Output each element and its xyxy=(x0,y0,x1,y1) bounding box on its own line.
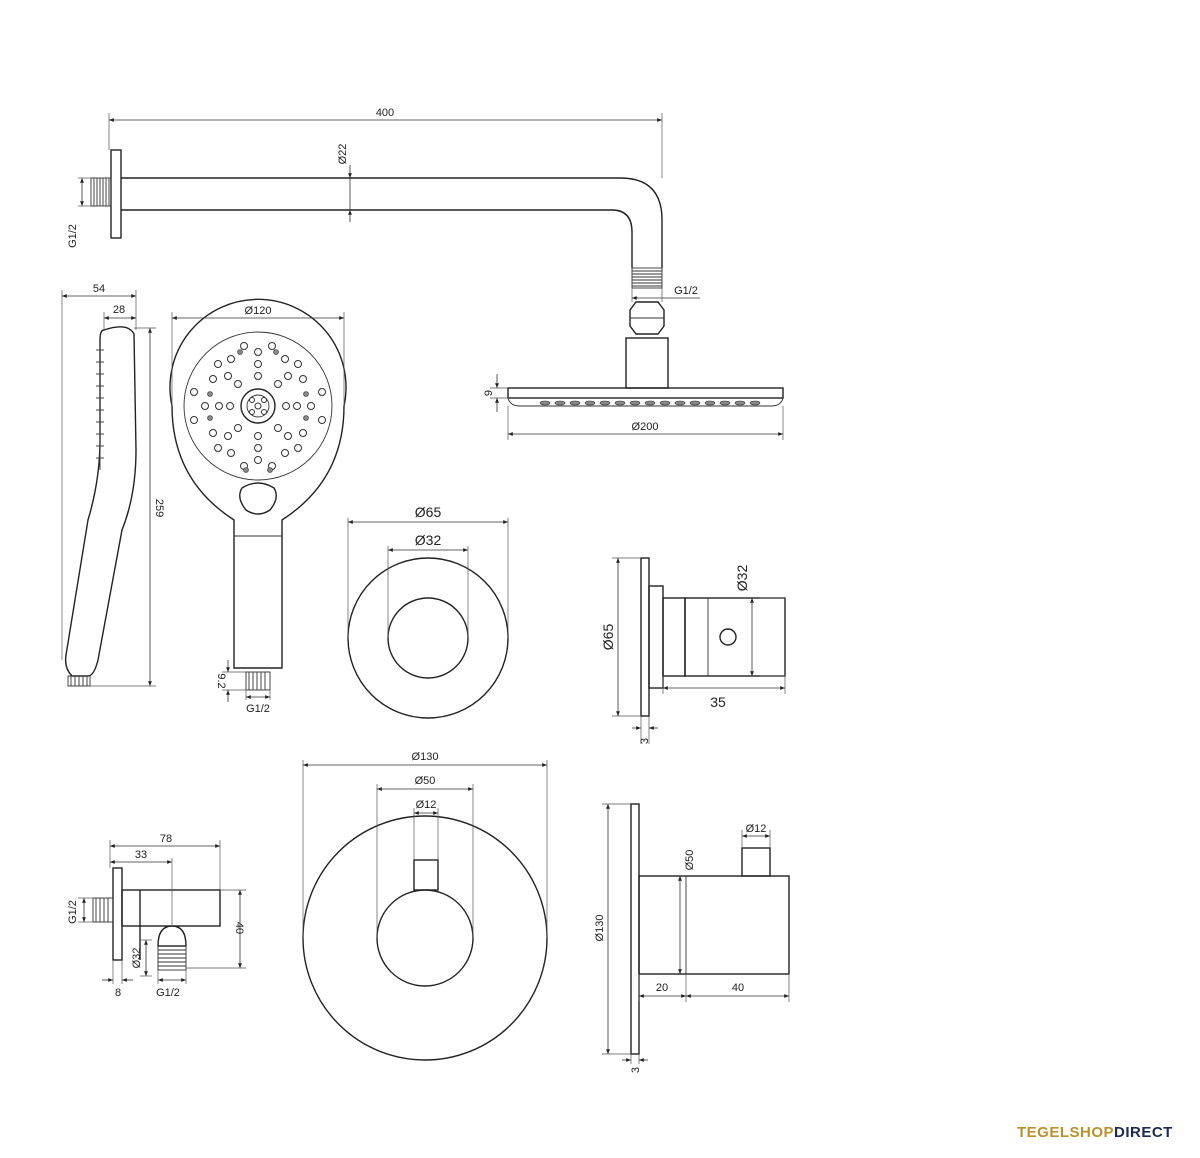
brand-part1: TEGELSHOP xyxy=(1017,1124,1115,1141)
elbow-thread-in-label: G1/2 xyxy=(67,900,79,924)
head-diameter-label: Ø200 xyxy=(632,421,659,433)
arm-diameter-label: Ø22 xyxy=(337,144,349,165)
stopvalve-outer-label: Ø65 xyxy=(600,624,616,651)
thermo-side-plate-label: Ø130 xyxy=(594,915,606,942)
wall-elbow xyxy=(92,867,221,971)
stopvalve-depth-label: 35 xyxy=(710,694,726,710)
hand-shower-front xyxy=(169,298,347,691)
stopvalve-knob-label: Ø32 xyxy=(734,565,750,592)
hand-head-diameter-label: Ø120 xyxy=(245,305,272,317)
rosette-front xyxy=(347,557,509,719)
elbow-dimensions: 78 33 G1/2 40 Ø32 8 G1/2 xyxy=(67,833,246,999)
hand-side-neck-label: 28 xyxy=(113,304,125,316)
brand-logo: TEGELSHOPDIRECT xyxy=(1017,1124,1173,1141)
thermo-depth-a-label: 20 xyxy=(656,982,668,994)
thermo-plate-thickness-label: 3 xyxy=(630,1067,642,1073)
hand-side-dimensions: 54 28 259 xyxy=(61,283,165,687)
thermo-depth-b-label: 40 xyxy=(732,982,744,994)
rosette-inner-label: Ø32 xyxy=(415,532,442,548)
hand-thread-length-label: 9.2 xyxy=(215,673,227,688)
elbow-neck-label: 33 xyxy=(135,849,147,861)
brand-part2: DIRECT xyxy=(1114,1124,1173,1141)
hand-front-dimensions: Ø120 9.2 G1/2 xyxy=(171,305,345,715)
hand-length-label: 259 xyxy=(153,499,165,517)
thermo-side-body-label: Ø50 xyxy=(684,850,696,871)
thermo-side-lever-label: Ø12 xyxy=(746,823,767,835)
arm-dimensions: 400 Ø22 G1/2 G1/2 9 Ø200 xyxy=(67,107,784,440)
arm-length-label: 400 xyxy=(376,107,394,119)
thermostat-front-dimensions: Ø130 Ø50 Ø12 xyxy=(302,751,548,938)
head-thread-label: G1/2 xyxy=(674,285,698,297)
thermo-body-label: Ø50 xyxy=(415,775,436,787)
elbow-thread-out-label: G1/2 xyxy=(156,987,180,999)
rosette-dimensions: Ø65 Ø32 xyxy=(347,504,509,638)
thermo-plate-label: Ø130 xyxy=(412,751,439,763)
thermostat-side-dimensions: Ø12 Ø50 Ø130 20 40 3 xyxy=(594,803,790,1073)
hand-side-depth-label: 54 xyxy=(93,283,105,295)
elbow-body-label: Ø32 xyxy=(131,948,143,969)
hand-thread-label: G1/2 xyxy=(246,703,270,715)
rosette-outer-label: Ø65 xyxy=(415,504,442,520)
thermostat-front xyxy=(302,815,548,1061)
stop-valve-side xyxy=(640,557,786,717)
thermo-lever-label: Ø12 xyxy=(416,799,437,811)
elbow-height-label: 40 xyxy=(233,922,245,934)
shower-arm xyxy=(90,149,784,407)
head-height-label: 9 xyxy=(483,390,495,396)
hand-shower-side xyxy=(64,326,137,687)
thermostat-side xyxy=(630,803,790,1055)
stopvalve-plate-label: 3 xyxy=(639,738,651,744)
arm-thread-label: G1/2 xyxy=(67,224,79,248)
stop-valve-dimensions: Ø65 Ø32 35 3 xyxy=(600,557,786,744)
elbow-total-label: 78 xyxy=(160,833,172,845)
elbow-plate-label: 8 xyxy=(115,987,121,999)
